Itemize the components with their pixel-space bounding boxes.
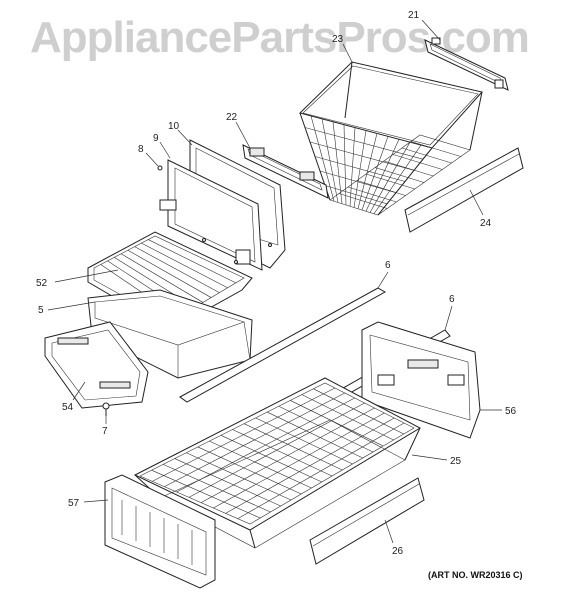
callout-22: 22 — [226, 112, 238, 123]
callout-52: 52 — [36, 278, 48, 289]
callout-23: 23 — [332, 34, 344, 45]
wire — [120, 253, 204, 303]
wire — [197, 446, 302, 495]
wire — [176, 397, 355, 493]
wire — [356, 180, 406, 196]
wire — [410, 141, 461, 157]
wire — [134, 246, 220, 293]
callout-8: 8 — [138, 144, 144, 155]
wire — [401, 147, 452, 164]
wire — [347, 186, 397, 203]
wire — [309, 141, 415, 171]
wire — [237, 422, 405, 519]
wire — [290, 400, 384, 447]
wire — [319, 170, 397, 193]
callout-57: 57 — [68, 498, 80, 509]
wire — [301, 394, 394, 441]
wire — [174, 458, 281, 507]
wire — [141, 242, 228, 289]
wire — [209, 440, 312, 489]
wire — [151, 469, 261, 519]
screw-7 — [102, 402, 110, 416]
wire — [188, 402, 365, 498]
wire — [313, 388, 404, 435]
callout-6-left: 6 — [385, 260, 391, 271]
upper-rail-right — [424, 37, 509, 91]
rod-left — [179, 287, 387, 403]
callout-56: 56 — [505, 406, 517, 417]
wire — [365, 173, 415, 190]
upper-rail-left — [242, 144, 329, 199]
callout-labels: 21 23 22 24 10 9 8 52 5 6 6 54 7 56 25 5… — [36, 10, 517, 557]
wire — [164, 392, 345, 487]
wire — [383, 160, 434, 177]
callout-5: 5 — [38, 305, 44, 316]
wire — [243, 423, 343, 471]
callout-7: 7 — [102, 426, 108, 437]
callout-6-right: 6 — [449, 294, 455, 305]
wire — [213, 412, 385, 509]
art-number: (ART NO. WR20316 C) — [428, 570, 523, 580]
callout-25: 25 — [450, 456, 462, 467]
pan-support-left — [44, 321, 149, 409]
lower-basket-front-trim — [309, 477, 425, 565]
wire — [200, 407, 375, 503]
wire — [163, 464, 271, 513]
wire — [338, 193, 388, 209]
callout-24: 24 — [480, 218, 492, 229]
callout-54: 54 — [62, 402, 74, 413]
wire — [220, 435, 322, 483]
upper-basket-front-trim — [404, 147, 524, 233]
lower-front-panel — [104, 474, 216, 589]
wire — [278, 405, 374, 453]
wire — [255, 417, 353, 465]
wire — [186, 452, 292, 501]
lower-basket — [133, 377, 422, 549]
pan-cover-assembly — [157, 139, 286, 271]
wire — [304, 127, 424, 160]
leader-lines — [47, 19, 502, 544]
upper-basket — [299, 61, 483, 216]
wire — [314, 156, 406, 182]
wire — [374, 167, 425, 183]
wire — [152, 387, 336, 482]
wire — [392, 154, 443, 170]
wire — [324, 185, 388, 205]
callout-9: 9 — [153, 133, 159, 144]
wire — [148, 239, 236, 284]
callout-10: 10 — [168, 121, 180, 132]
wire — [127, 249, 212, 298]
callout-26: 26 — [392, 546, 404, 557]
wire — [267, 411, 363, 459]
wire — [232, 429, 333, 477]
callout-21: 21 — [408, 10, 420, 21]
wire — [225, 417, 395, 514]
